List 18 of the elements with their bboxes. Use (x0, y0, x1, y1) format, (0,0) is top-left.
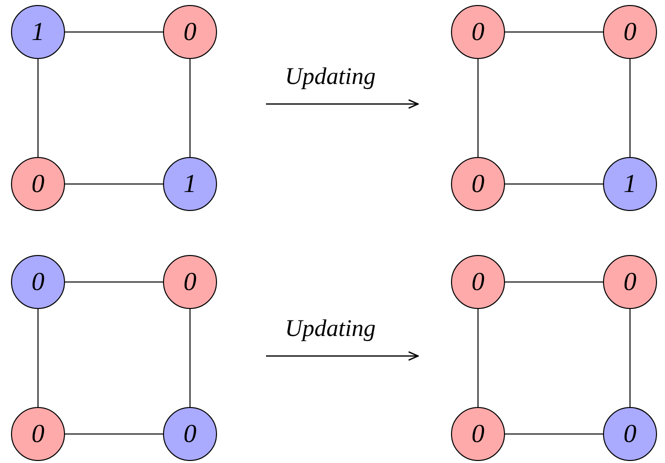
node-circle: 0 (11, 255, 65, 309)
node-circle: 0 (451, 157, 505, 211)
arrow-label: Updating (285, 64, 376, 91)
node-circle: 1 (163, 157, 217, 211)
node-circle: 0 (603, 407, 657, 461)
node-circle: 0 (451, 255, 505, 309)
node-circle: 0 (603, 255, 657, 309)
node-circle: 0 (163, 407, 217, 461)
node-circle: 0 (11, 157, 65, 211)
node-circle: 0 (451, 407, 505, 461)
arrow-label: Updating (285, 316, 376, 343)
node-circle: 1 (603, 157, 657, 211)
node-circle: 0 (451, 5, 505, 59)
node-circle: 1 (11, 5, 65, 59)
node-circle: 0 (11, 407, 65, 461)
node-circle: 0 (163, 5, 217, 59)
node-circle: 0 (163, 255, 217, 309)
node-circle: 0 (603, 5, 657, 59)
